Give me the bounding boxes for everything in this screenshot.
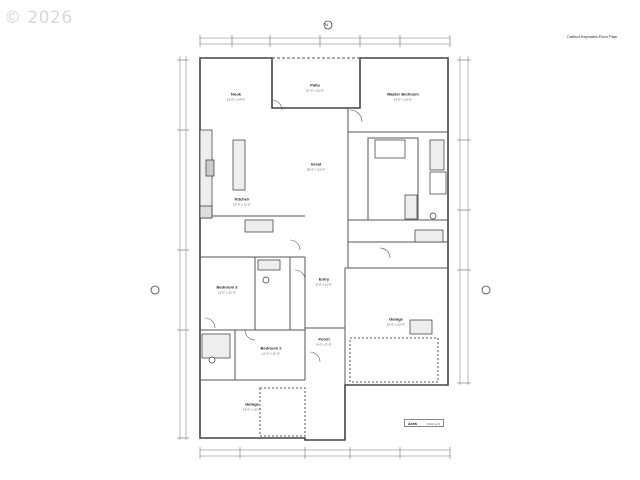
north-markers	[150, 20, 491, 295]
plan-title: Calfoot Keynotes-Floor Plan	[567, 34, 618, 39]
interior-walls	[200, 57, 448, 437]
door-swings	[204, 99, 391, 363]
fixtures	[199, 129, 447, 364]
area-label: Area	[408, 421, 417, 426]
dimension-lines	[177, 35, 471, 459]
exterior-walls	[199, 57, 449, 441]
area-summary-box: Area 1911 sq ft	[404, 419, 444, 427]
north-arrow-label: N	[325, 22, 328, 27]
watermark-text: © 2026	[4, 8, 73, 28]
area-value: 1911 sq ft	[427, 422, 440, 426]
